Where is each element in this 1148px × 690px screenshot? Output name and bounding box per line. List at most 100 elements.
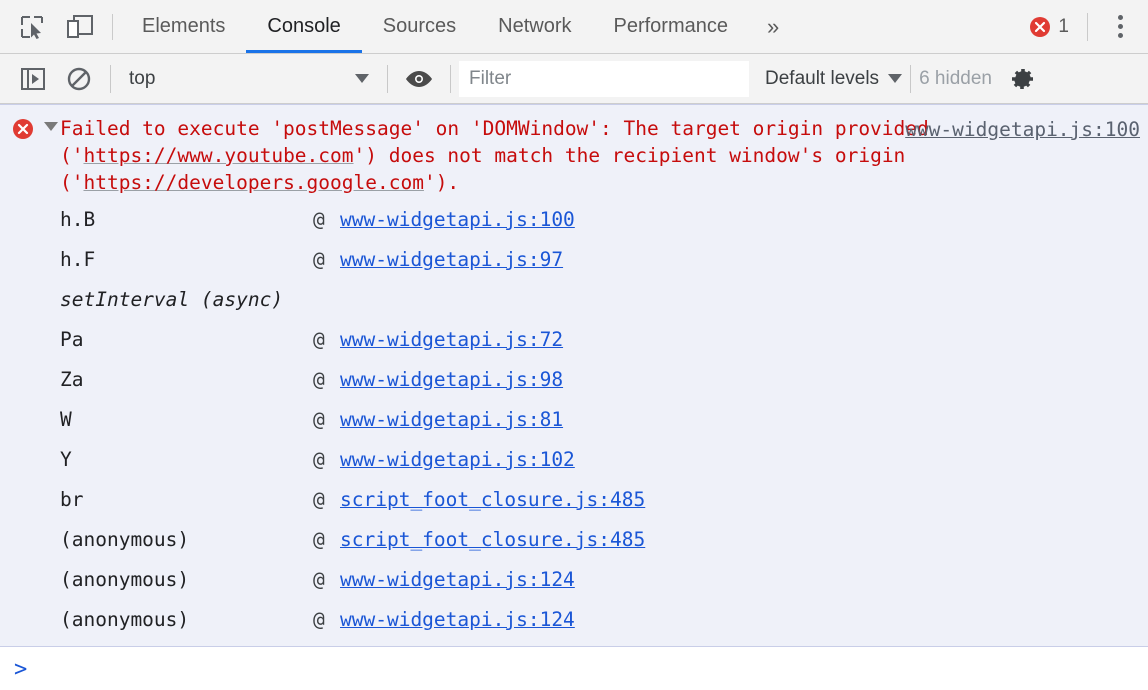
- tab-label: Sources: [382, 15, 457, 37]
- error-text-segment: ') does not match the recipient window's…: [60, 144, 918, 194]
- kebab-dot: [1117, 24, 1123, 29]
- error-text-segment: ').: [423, 171, 460, 194]
- error-circle-icon: [12, 115, 42, 144]
- kebab-menu-icon[interactable]: [1100, 0, 1140, 53]
- error-count-label: 1: [1058, 15, 1069, 37]
- eye-glyph: [406, 70, 432, 87]
- clear-console-glyph: [67, 67, 91, 90]
- triangle-down-icon[interactable]: [42, 115, 60, 131]
- error-text-url[interactable]: https://www.youtube.com: [83, 144, 354, 167]
- stack-frame-at-symbol: @: [313, 328, 325, 351]
- tab-console[interactable]: Console: [246, 0, 363, 53]
- stack-frame-row: br @ script_foot_closure.js:485: [0, 480, 1148, 520]
- execution-context-value: top: [129, 67, 156, 89]
- tab-sources[interactable]: Sources: [362, 0, 477, 53]
- chevron-down-icon: [355, 74, 369, 83]
- stack-frame-row: W @ www-widgetapi.js:81: [0, 400, 1148, 440]
- stack-frame-source-link[interactable]: www-widgetapi.js:100: [340, 208, 575, 231]
- log-levels-select[interactable]: Default levels: [765, 68, 903, 90]
- sidebar-toggle-glyph: [21, 67, 45, 90]
- inspect-element-glyph: [21, 15, 43, 39]
- gear-icon[interactable]: [1008, 65, 1036, 93]
- stack-frame-row: (anonymous) @ www-widgetapi.js:124: [0, 600, 1148, 640]
- stack-frame-function: br: [60, 488, 84, 511]
- stack-frame-row: Y @ www-widgetapi.js:102: [0, 440, 1148, 480]
- stack-frame-at-symbol: @: [313, 408, 325, 431]
- stack-frame-source-link[interactable]: www-widgetapi.js:98: [340, 368, 564, 391]
- stack-frame-async-label: setInterval (async): [60, 288, 284, 311]
- error-text-url[interactable]: https://developers.google.com: [83, 171, 424, 194]
- inspect-element-icon[interactable]: [8, 0, 56, 53]
- error-source-link[interactable]: www-widgetapi.js:100: [905, 118, 1140, 141]
- stack-frame-row: setInterval (async): [0, 280, 1148, 320]
- more-tabs-icon[interactable]: »: [749, 0, 797, 53]
- stack-frame-function: Pa: [60, 328, 84, 351]
- more-tabs-glyph: »: [767, 13, 780, 39]
- stack-frame-row: Za @ www-widgetapi.js:98: [0, 360, 1148, 400]
- tab-label: Network: [498, 15, 572, 37]
- stack-frame-function: W: [60, 408, 72, 431]
- stack-frame-source-link[interactable]: www-widgetapi.js:102: [340, 448, 575, 471]
- toolbar-divider: [110, 64, 111, 93]
- stack-frame-row: (anonymous) @ script_foot_closure.js:485: [0, 520, 1148, 560]
- toolbar-divider: [112, 14, 113, 40]
- toolbar-divider: [387, 64, 388, 93]
- hidden-messages-count: 6 hidden: [919, 67, 992, 89]
- stack-frame-at-symbol: @: [313, 208, 325, 231]
- console-prompt-input[interactable]: [37, 659, 1148, 681]
- clear-console-icon[interactable]: [56, 59, 102, 99]
- tab-elements[interactable]: Elements: [121, 0, 246, 53]
- stack-frame-at-symbol: @: [313, 568, 325, 591]
- stack-frame-row: h.F@www-widgetapi.js:97: [0, 240, 1148, 280]
- kebab-dot: [1117, 15, 1123, 20]
- stack-frame-row: (anonymous) @ www-widgetapi.js:124: [0, 560, 1148, 600]
- stack-frame-function: (anonymous): [60, 608, 190, 631]
- live-expression-eye-icon[interactable]: [396, 59, 442, 99]
- stack-frame-source-link[interactable]: script_foot_closure.js:485: [340, 488, 646, 511]
- devtools-tabbar: Elements Console Sources Network Perform…: [0, 0, 1148, 54]
- stack-frame-at-symbol: @: [313, 488, 325, 511]
- stack-frame-source-link[interactable]: www-widgetapi.js:81: [340, 408, 564, 431]
- stack-frame-source-link[interactable]: www-widgetapi.js:72: [340, 328, 564, 351]
- tab-label: Console: [267, 15, 341, 37]
- stack-frame-function: (anonymous): [60, 528, 190, 551]
- stack-frame-function: h.B: [60, 208, 96, 231]
- tabbar-divider-right: [1087, 12, 1088, 41]
- stack-frame-function: Za: [60, 368, 84, 391]
- console-sidebar-toggle-icon[interactable]: [10, 59, 56, 99]
- stack-frame-function: (anonymous): [60, 568, 190, 591]
- stack-frame-at-symbol: @: [313, 608, 325, 631]
- stack-frame-source-link[interactable]: script_foot_closure.js:485: [340, 528, 646, 551]
- stack-frame-at-symbol: @: [313, 448, 325, 471]
- filter-input[interactable]: [459, 60, 749, 97]
- gear-glyph: [1011, 68, 1033, 89]
- error-circle-glyph: [13, 119, 33, 139]
- tab-label: Performance: [613, 15, 729, 37]
- console-message-area: Failed to execute 'postMessage' on 'DOMW…: [0, 104, 1148, 690]
- stack-frame-at-symbol: @: [313, 248, 325, 271]
- tabbar-spacer: [797, 0, 1029, 53]
- error-message-text: Failed to execute 'postMessage' on 'DOMW…: [60, 115, 1140, 196]
- stack-frame-source-link[interactable]: www-widgetapi.js:124: [340, 568, 575, 591]
- stack-frame-source-link[interactable]: www-widgetapi.js:97: [340, 248, 564, 271]
- stack-frame-source-link[interactable]: www-widgetapi.js:124: [340, 608, 575, 631]
- toolbar-divider: [910, 64, 912, 93]
- error-circle-icon: [1030, 16, 1051, 37]
- tab-label: Elements: [142, 15, 226, 37]
- execution-context-select[interactable]: top: [119, 62, 379, 96]
- stack-frame-at-symbol: @: [313, 528, 325, 551]
- console-prompt-row[interactable]: >: [0, 647, 1148, 690]
- stack-frame-at-symbol: @: [313, 368, 325, 391]
- chevron-down-icon: [888, 74, 903, 83]
- console-filter-toolbar: top Default levels 6 hidden: [0, 54, 1148, 104]
- device-toolbar-icon[interactable]: [56, 0, 104, 53]
- prompt-chevron-icon: >: [14, 657, 28, 682]
- stack-frame-row: Pa @ www-widgetapi.js:72: [0, 320, 1148, 360]
- console-error-message[interactable]: Failed to execute 'postMessage' on 'DOMW…: [0, 104, 1148, 647]
- tab-network[interactable]: Network: [477, 0, 592, 53]
- stack-frame-function: Y: [60, 448, 72, 471]
- tab-performance[interactable]: Performance: [593, 0, 750, 53]
- error-text-segment: Failed to execute 'postMessage' on 'DOMW…: [60, 117, 941, 167]
- error-count-badge[interactable]: 1: [1029, 0, 1075, 53]
